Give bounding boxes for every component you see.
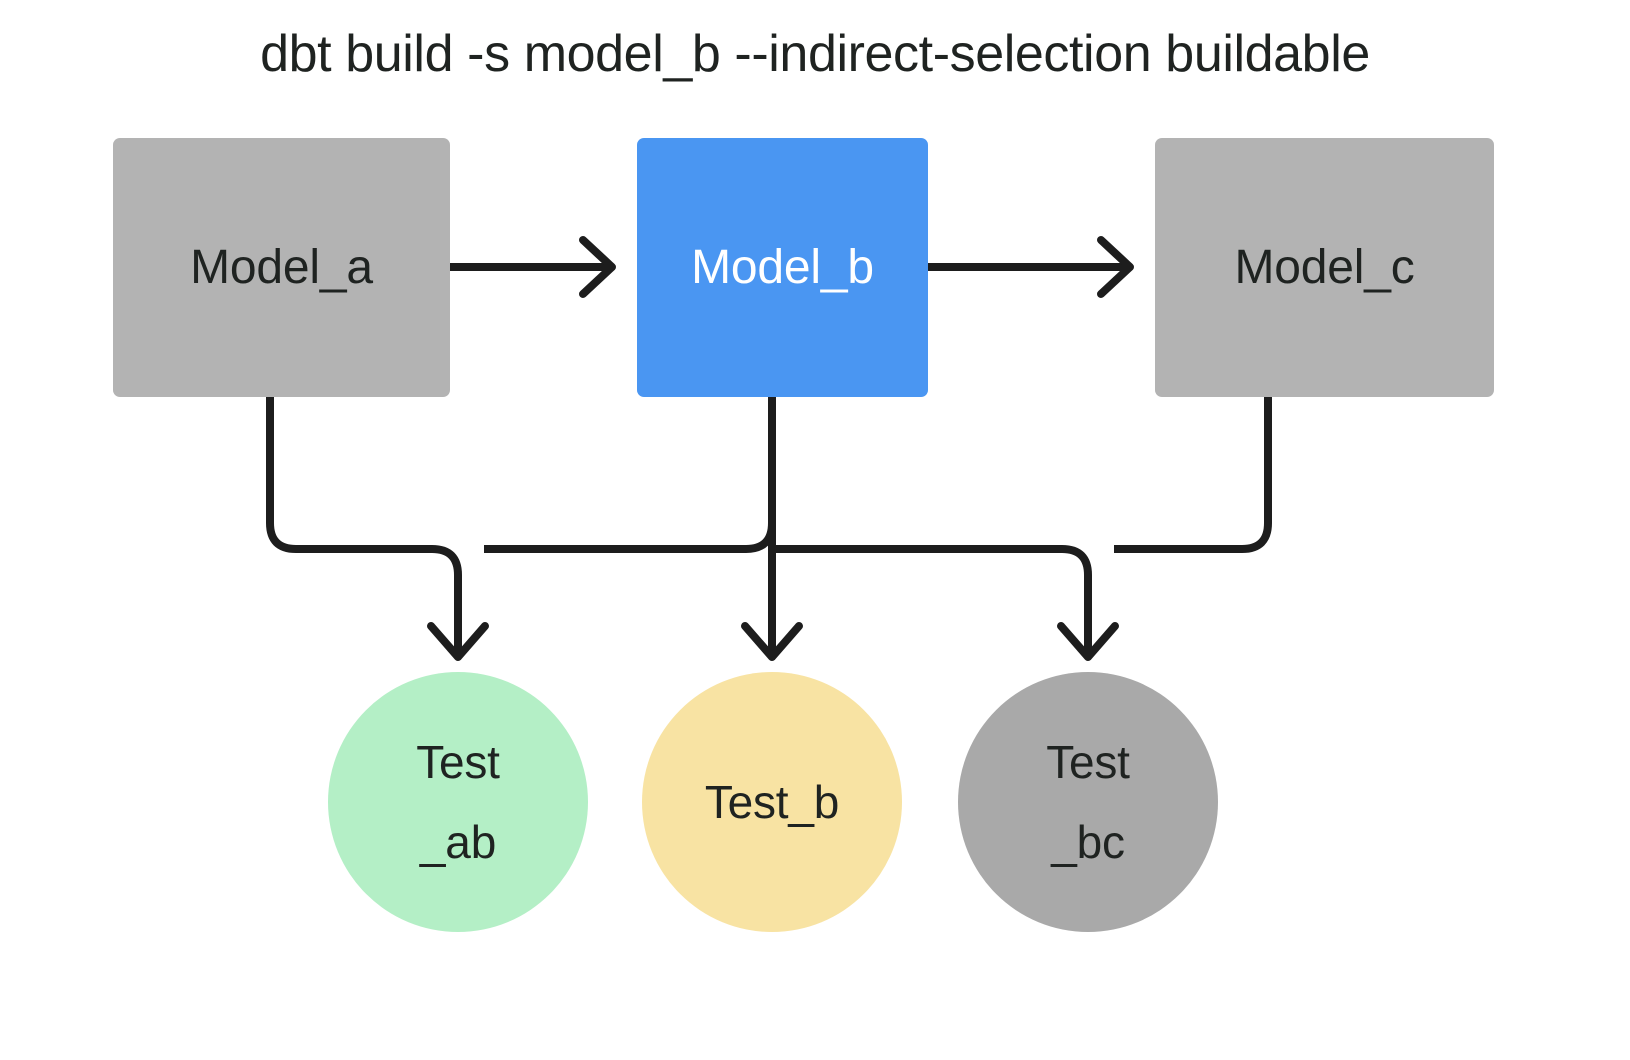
node-test-bc-label-line1: Test — [1046, 735, 1130, 788]
edge-model-b-to-model-c — [928, 236, 1134, 298]
node-model-c-label: Model_c — [1234, 241, 1415, 294]
node-model-b[interactable]: Model_b — [637, 138, 928, 397]
diagram-title: dbt build -s model_b --indirect-selectio… — [260, 25, 1370, 83]
node-test-ab-label-line2: _ab — [419, 816, 497, 868]
node-test-bc-label-line2: _bc — [1051, 816, 1125, 868]
edge-model-b-to-test-ab — [484, 397, 776, 553]
node-test-b-label-line1: Test_b — [704, 775, 840, 828]
node-test-bc[interactable]: Test _bc — [958, 672, 1218, 932]
edge-model-a-to-test-ab — [266, 397, 489, 661]
node-model-b-label: Model_b — [691, 241, 874, 294]
node-test-ab[interactable]: Test _ab — [328, 672, 588, 932]
edge-model-a-to-model-b — [450, 236, 616, 298]
node-test-b[interactable]: Test_b — [642, 672, 902, 932]
edge-model-b-to-test-b — [741, 397, 803, 661]
node-model-a[interactable]: Model_a — [113, 138, 450, 397]
node-model-c[interactable]: Model_c — [1155, 138, 1494, 397]
edge-model-b-to-test-bc — [772, 545, 1119, 661]
edge-model-c-to-test-bc — [1114, 397, 1272, 553]
node-test-ab-label-line1: Test — [416, 735, 500, 788]
node-model-a-label: Model_a — [190, 241, 373, 294]
